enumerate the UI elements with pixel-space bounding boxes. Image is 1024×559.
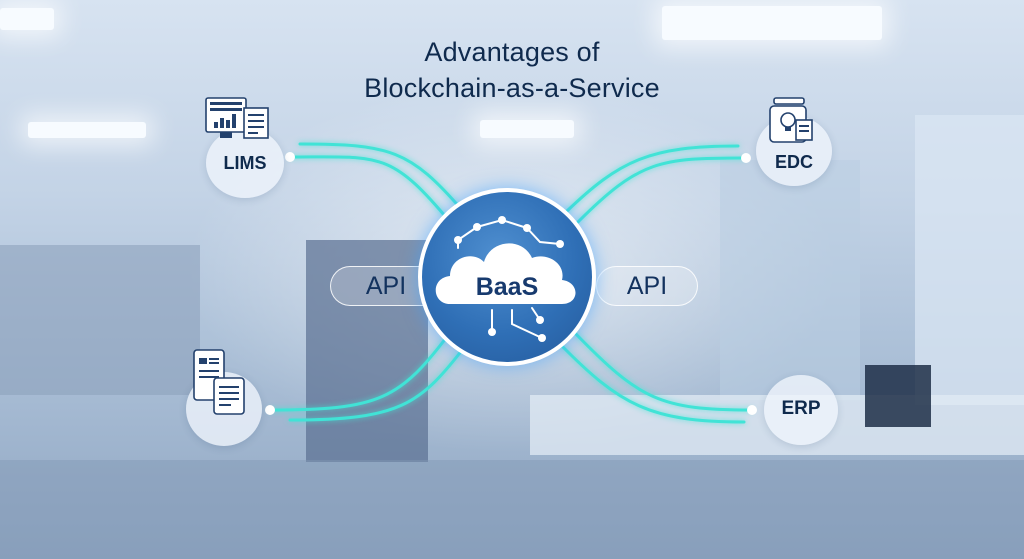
connector-lims <box>298 142 464 212</box>
monitor-chart-document-icon <box>205 97 269 139</box>
back-wall-door <box>306 240 428 462</box>
diagram-title: Advantages of Blockchain-as-a-Service <box>0 34 1024 106</box>
title-line-1: Advantages of <box>424 37 600 67</box>
connector-lims <box>288 155 452 224</box>
node-edc-label: EDC <box>774 152 813 172</box>
node-lims <box>206 128 284 198</box>
connector-dot-lims <box>285 152 295 162</box>
connector-dot-docs <box>265 405 275 415</box>
node-erp-label: ERP <box>781 398 821 419</box>
node-erp <box>764 375 838 445</box>
connector-erp <box>572 330 754 412</box>
connector-erp <box>558 342 746 424</box>
connector-edc <box>576 156 747 224</box>
right-window-frame <box>720 160 860 400</box>
monitor-silhouette <box>865 365 931 427</box>
title-line-2: Blockchain-as-a-Service <box>364 73 660 103</box>
connector-dot-erp <box>747 405 757 415</box>
node-lims-label: LIMS <box>223 153 267 173</box>
cloud-network-icon <box>435 216 576 342</box>
tablet-documents-icon <box>193 349 245 415</box>
connector-docs <box>268 328 454 412</box>
api-label-right: API <box>596 266 698 306</box>
connector-docs <box>288 343 468 422</box>
connector-dot-edc <box>741 153 751 163</box>
right-window <box>915 115 1024 405</box>
ceiling-light <box>28 122 146 138</box>
lab-floor <box>0 460 1024 559</box>
api-text-left: API <box>365 272 407 300</box>
document-lightbulb-icon <box>769 97 813 143</box>
left-shelving <box>0 245 200 395</box>
baas-label: BaaS <box>475 273 539 301</box>
connector-edc <box>564 144 740 214</box>
ceiling-light <box>662 6 882 40</box>
ceiling-light <box>0 8 54 30</box>
api-text-right: API <box>626 272 668 300</box>
ceiling-light <box>480 120 574 138</box>
